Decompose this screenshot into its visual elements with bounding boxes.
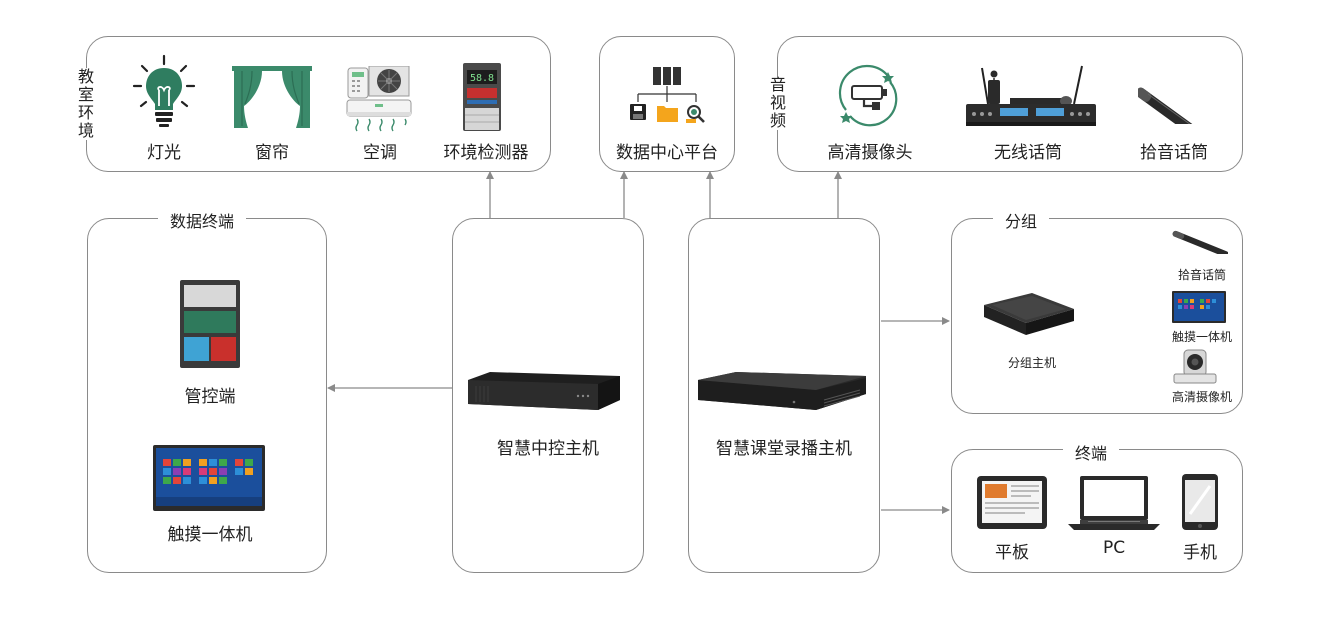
classroom-env-title: 教室环境 xyxy=(78,67,96,140)
light-bulb-icon xyxy=(132,54,196,127)
terminal-title: 终端 xyxy=(1063,440,1120,464)
pickup-mic-icon xyxy=(1138,87,1200,124)
label-touch-display: 触摸一体机 xyxy=(167,525,253,545)
label-pickup-mic: 拾音话筒 xyxy=(1140,143,1208,163)
label-control-terminal: 管控端 xyxy=(184,387,236,407)
label-data-center: 数据中心平台 xyxy=(616,143,718,163)
data-center-box xyxy=(599,36,735,172)
label-curtain: 窗帘 xyxy=(255,143,289,163)
phone-icon xyxy=(1182,474,1218,530)
control-panel-icon xyxy=(180,280,240,368)
rack-host-icon xyxy=(468,372,620,410)
group-touch-display-icon xyxy=(1172,291,1226,323)
curtain-icon xyxy=(232,66,312,128)
environment-detector-icon: 58.8 xyxy=(463,63,501,131)
data-terminal-title: 数据终端 xyxy=(158,208,247,232)
label-phone: 手机 xyxy=(1183,543,1217,563)
label-air-conditioner: 空调 xyxy=(363,143,397,163)
svg-text:58.8: 58.8 xyxy=(470,73,494,84)
group-host-icon xyxy=(984,293,1074,335)
server-folder-icon xyxy=(630,67,705,123)
label-recording-host: 智慧课堂录播主机 xyxy=(716,439,852,459)
laptop-icon xyxy=(1068,476,1160,530)
label-central-control: 智慧中控主机 xyxy=(497,439,599,459)
label-wireless-mic: 无线话筒 xyxy=(994,143,1062,163)
touch-display-icon xyxy=(153,445,265,511)
ptz-camera-icon xyxy=(1173,349,1217,384)
label-group-host: 分组主机 xyxy=(1007,356,1056,370)
av-title: 音视频 xyxy=(770,75,788,130)
label-hd-camera: 高清摄像头 xyxy=(827,143,913,163)
label-group-display: 触摸一体机 xyxy=(1171,330,1232,344)
group-pickup-mic-icon xyxy=(1172,230,1228,254)
label-group-mic: 拾音话筒 xyxy=(1177,268,1226,282)
wireless-mic-receiver-icon xyxy=(966,65,1096,126)
camera-icon xyxy=(838,64,898,127)
air-conditioner-icon xyxy=(346,66,412,132)
label-group-camera: 高清摄像机 xyxy=(1171,390,1232,404)
label-environment-detector: 环境检测器 xyxy=(443,143,529,163)
recording-host-icon xyxy=(698,372,866,410)
label-light: 灯光 xyxy=(147,143,181,163)
label-tablet: 平板 xyxy=(995,543,1029,563)
tablet-icon xyxy=(977,476,1047,529)
grouping-title: 分组 xyxy=(993,208,1050,232)
label-pc: PC xyxy=(1102,538,1126,558)
